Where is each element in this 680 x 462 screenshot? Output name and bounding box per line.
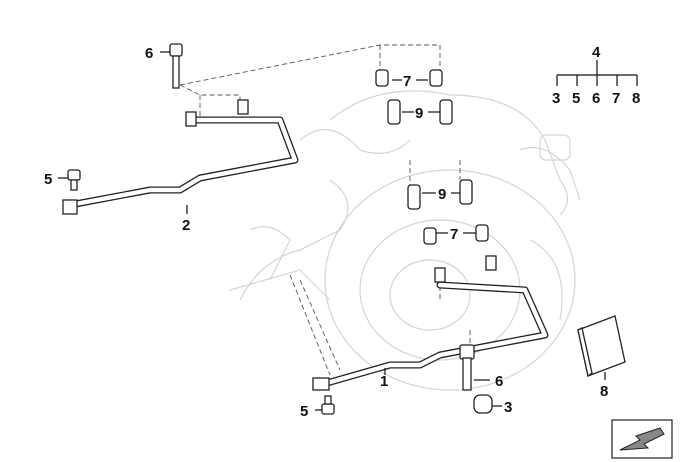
part-5-bolts [67,169,335,415]
kit-child: 3 [552,90,560,107]
part-6-bolt-bottom [459,344,475,391]
callout-3: 3 [504,399,512,416]
part-1-bar [312,255,549,391]
callout-8: 8 [600,383,608,400]
callout-1: 1 [380,373,388,390]
kit-child: 5 [572,90,580,107]
part-6-bolt-top [169,43,183,89]
callout-9: 9 [438,186,446,203]
kit-tree: 4 3 5 6 7 8 [552,44,640,107]
callout-2: 2 [182,217,190,234]
motorcycle-outline [229,90,581,391]
arrow-navigation-icon[interactable] [611,419,673,459]
callout-5: 5 [300,403,308,420]
kit-child: 7 [612,90,620,107]
callout-7: 7 [403,73,411,90]
kit-child: 8 [632,90,640,107]
callout-6: 6 [495,373,503,390]
callout-6: 6 [145,45,153,62]
callout-7: 7 [450,226,458,243]
callout-9: 9 [415,105,423,122]
part-8-manual [577,315,626,378]
part-2-bar [62,99,299,215]
part-7-9-spacers [375,69,489,245]
kit-child: 6 [592,90,600,107]
kit-parent: 4 [592,44,601,61]
callout-5: 5 [44,171,52,188]
part-3-cap [473,394,493,414]
